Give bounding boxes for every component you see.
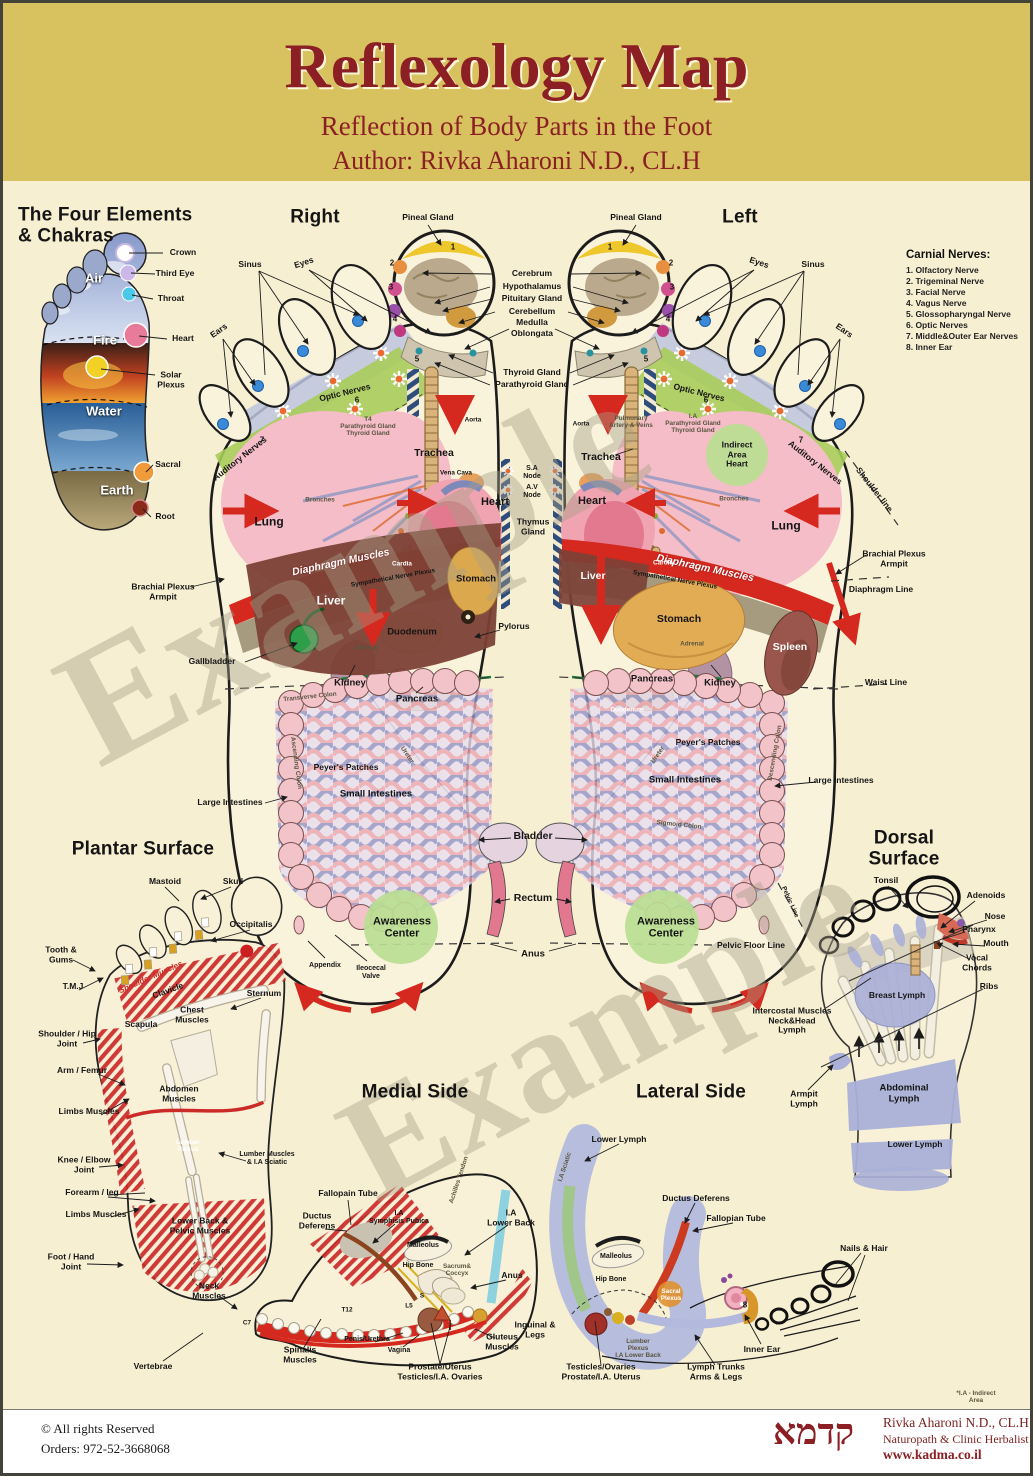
leader-lines [72, 224, 988, 1366]
footer-author-role: Naturopath & Clinic Herbalist [883, 1432, 1029, 1446]
reference-lines [777, 450, 899, 929]
kadma-logo: קדמא [773, 1412, 855, 1452]
poster-subtitle: Reflection of Body Parts in the Foot [320, 111, 713, 141]
copyright-text: © All rights Reserved [41, 1421, 155, 1436]
cranial-nerve-item: 1. Olfactory Nerve [906, 265, 979, 275]
orders-phone: Orders: 972-52-3668068 [41, 1441, 170, 1456]
right-foot-organs [246, 523, 501, 676]
left-foot-organs [501, 424, 861, 696]
footer-band [3, 1409, 1030, 1473]
medial-foot-illustration [254, 1173, 538, 1367]
chakra-foot-illustration [40, 232, 155, 531]
header-band [3, 3, 1030, 181]
cranial-nerves-heading: Carnial Nerves: [906, 249, 991, 261]
dorsal-foot-illustration [818, 875, 984, 1191]
cranial-nerve-item: 5. Glossopharyngal Nerve [906, 309, 1011, 320]
cranial-nerve-item: 8. Inner Ear [906, 342, 953, 353]
footer-author-name: Rivka Aharoni N.D., CL.H [883, 1415, 1029, 1430]
cranial-nerve-item: 4. Vagus Nerve [906, 298, 967, 309]
cranial-nerve-item: 6. Optic Nerves [906, 320, 968, 331]
lateral-foot-illustration [549, 1124, 861, 1370]
cranial-nerve-item: 2. Trigeminal Nerve [906, 276, 984, 287]
cranial-nerve-item: 3. Facial Nerve [906, 287, 966, 298]
footer-website-link[interactable]: www.kadma.co.il [883, 1447, 982, 1462]
cranial-nerve-item: 7. Middle&Outer Ear Nerves [906, 331, 1018, 342]
poster-art [40, 224, 988, 1370]
poster-title: Reflexology Map [284, 30, 749, 101]
plantar-foot-illustration [94, 876, 286, 1302]
poster-author: Author: Rivka Aharoni N.D., CL.H [332, 146, 701, 175]
